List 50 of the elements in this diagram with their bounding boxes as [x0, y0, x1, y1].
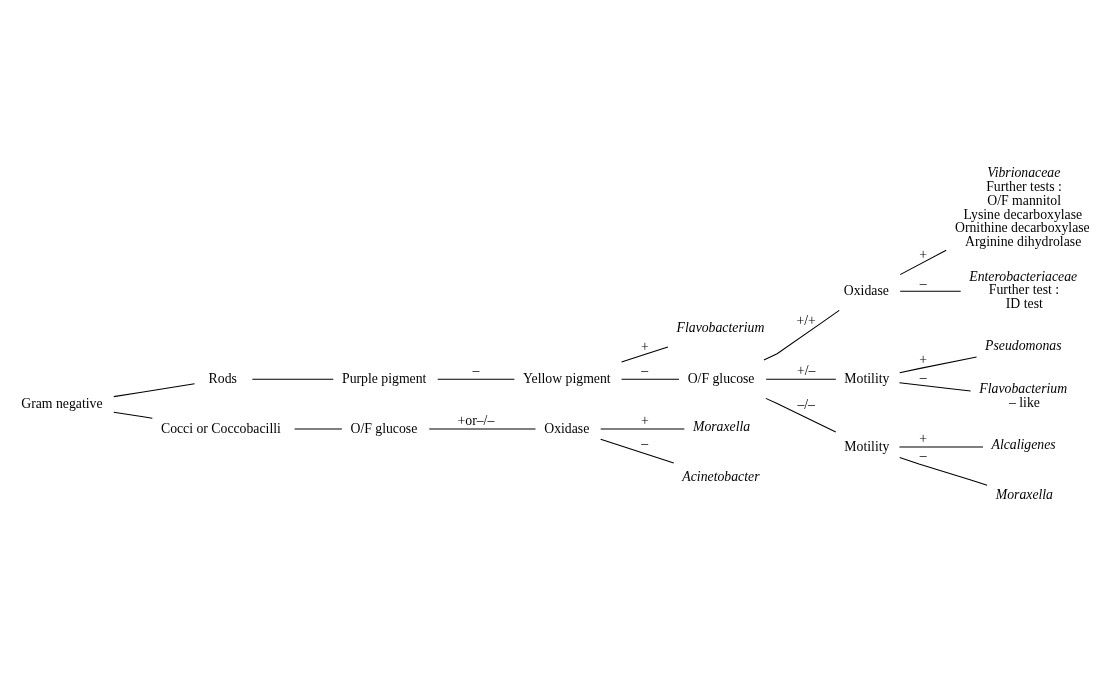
- node-text: Gram negative: [21, 395, 103, 411]
- edge-label: –: [472, 362, 480, 378]
- edge-label: –: [919, 369, 927, 385]
- node-text: Yellow pigment: [523, 370, 611, 386]
- edge-label: +: [919, 430, 928, 446]
- edge-label: +/+: [796, 312, 816, 328]
- edge-label: –: [919, 447, 927, 463]
- connector: [899, 456, 988, 486]
- node-text: Motility: [844, 370, 890, 386]
- connector: [600, 438, 675, 464]
- edge-label: +: [919, 246, 928, 262]
- edge-label: +: [919, 351, 928, 367]
- node-text: Enterobacteriaceae Further test : ID test: [969, 268, 1078, 311]
- node-text: Moraxella: [995, 486, 1053, 502]
- edge-label: –: [641, 362, 649, 378]
- connector: [765, 397, 837, 433]
- connector: [765, 378, 837, 380]
- edge-label: –: [641, 435, 649, 451]
- node-text: Alcaligenes: [991, 436, 1056, 452]
- node-text: O/F glucose: [687, 370, 755, 386]
- connector: [899, 249, 947, 275]
- node-text: Motility: [844, 438, 890, 454]
- node-text: Oxidase: [544, 420, 590, 436]
- edge-label: +/–: [797, 362, 816, 378]
- edge-label: +: [640, 412, 649, 428]
- edge-label: +or–/–: [457, 412, 495, 428]
- edge-label: –/–: [797, 396, 816, 412]
- node-text: Rods: [208, 370, 237, 386]
- node-text: Oxidase: [843, 282, 889, 298]
- connector: [621, 345, 669, 363]
- node-text: Vibrionaceae Further tests : O/F mannitol Lysine decarboxylase Ornithine decarboxylase Arginine dihydrolase: [954, 164, 1090, 249]
- edge-label: +: [640, 338, 649, 354]
- connector: [113, 411, 153, 419]
- connector: [621, 378, 680, 380]
- node-text: Acinetobacter: [682, 468, 760, 484]
- node-text: Flavobacterium – like: [979, 380, 1068, 410]
- node-text: Flavobacterium: [676, 319, 765, 335]
- node-text: Moraxella: [692, 419, 751, 434]
- node-text: O/F glucose: [350, 420, 418, 436]
- connector: [763, 309, 840, 361]
- connector: [113, 382, 196, 397]
- connector: [899, 356, 978, 373]
- edge-label: –: [919, 275, 927, 291]
- connector: [251, 378, 334, 380]
- node-text: Cocci or Coccobacilli: [160, 420, 281, 436]
- connector: [899, 290, 962, 292]
- node-text: Pseudomonas: [985, 337, 1062, 353]
- node-text: Purple pigment: [342, 370, 427, 386]
- connector: [437, 378, 515, 380]
- connector: [898, 381, 972, 391]
